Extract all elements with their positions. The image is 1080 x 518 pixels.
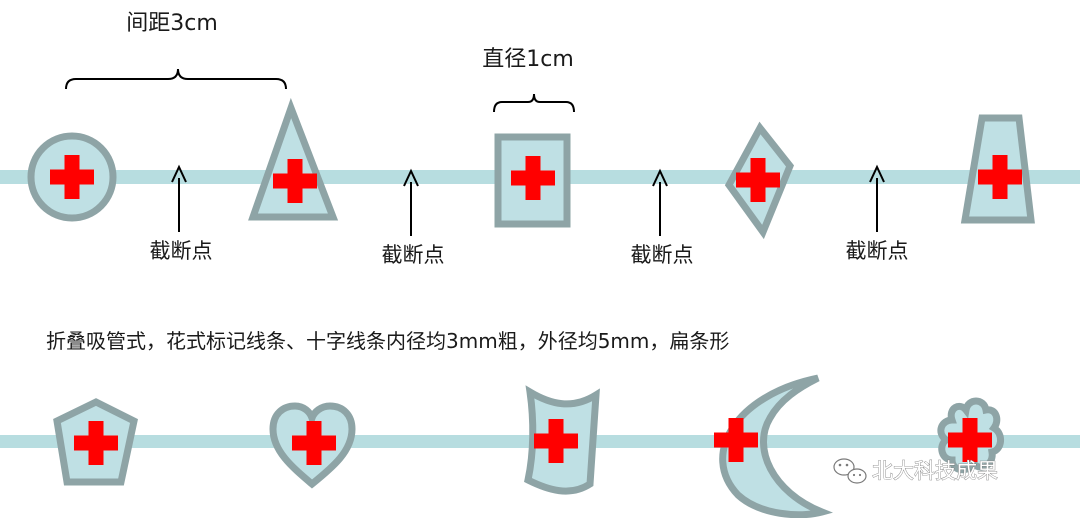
circle-marker [27, 132, 117, 222]
wavy-flag-marker [524, 385, 600, 495]
cut-point-label-3: 截断点 [631, 243, 694, 267]
cut-point-label-2: 截断点 [382, 243, 445, 267]
cut-point-arrow-2 [403, 168, 419, 236]
wechat-icon [833, 458, 867, 484]
rectangle-marker [494, 133, 571, 228]
watermark-text: 北大科技成果 [872, 459, 998, 483]
spacing-bracket [65, 68, 287, 90]
flower-marker [937, 397, 1004, 474]
pentagon-marker [53, 398, 138, 486]
diamond-marker [724, 121, 795, 240]
triangle-marker [248, 97, 339, 221]
cut-point-arrow-4 [869, 164, 885, 232]
cut-point-label-1: 截断点 [150, 239, 213, 263]
cut-point-arrow-3 [652, 168, 668, 236]
diameter-bracket [493, 93, 575, 113]
spacing-label: 间距3cm [126, 11, 218, 36]
trapezoid-marker [960, 114, 1035, 224]
diameter-label: 直径1cm [482, 47, 574, 72]
cut-point-label-4: 截断点 [846, 239, 909, 263]
cut-point-arrow-1 [171, 164, 187, 232]
heart-marker [269, 402, 356, 489]
crescent-marker [714, 374, 833, 518]
description-text: 折叠吸管式，花式标记线条、十字线条内径均3mm粗，外径均5mm，扁条形 [46, 329, 729, 353]
